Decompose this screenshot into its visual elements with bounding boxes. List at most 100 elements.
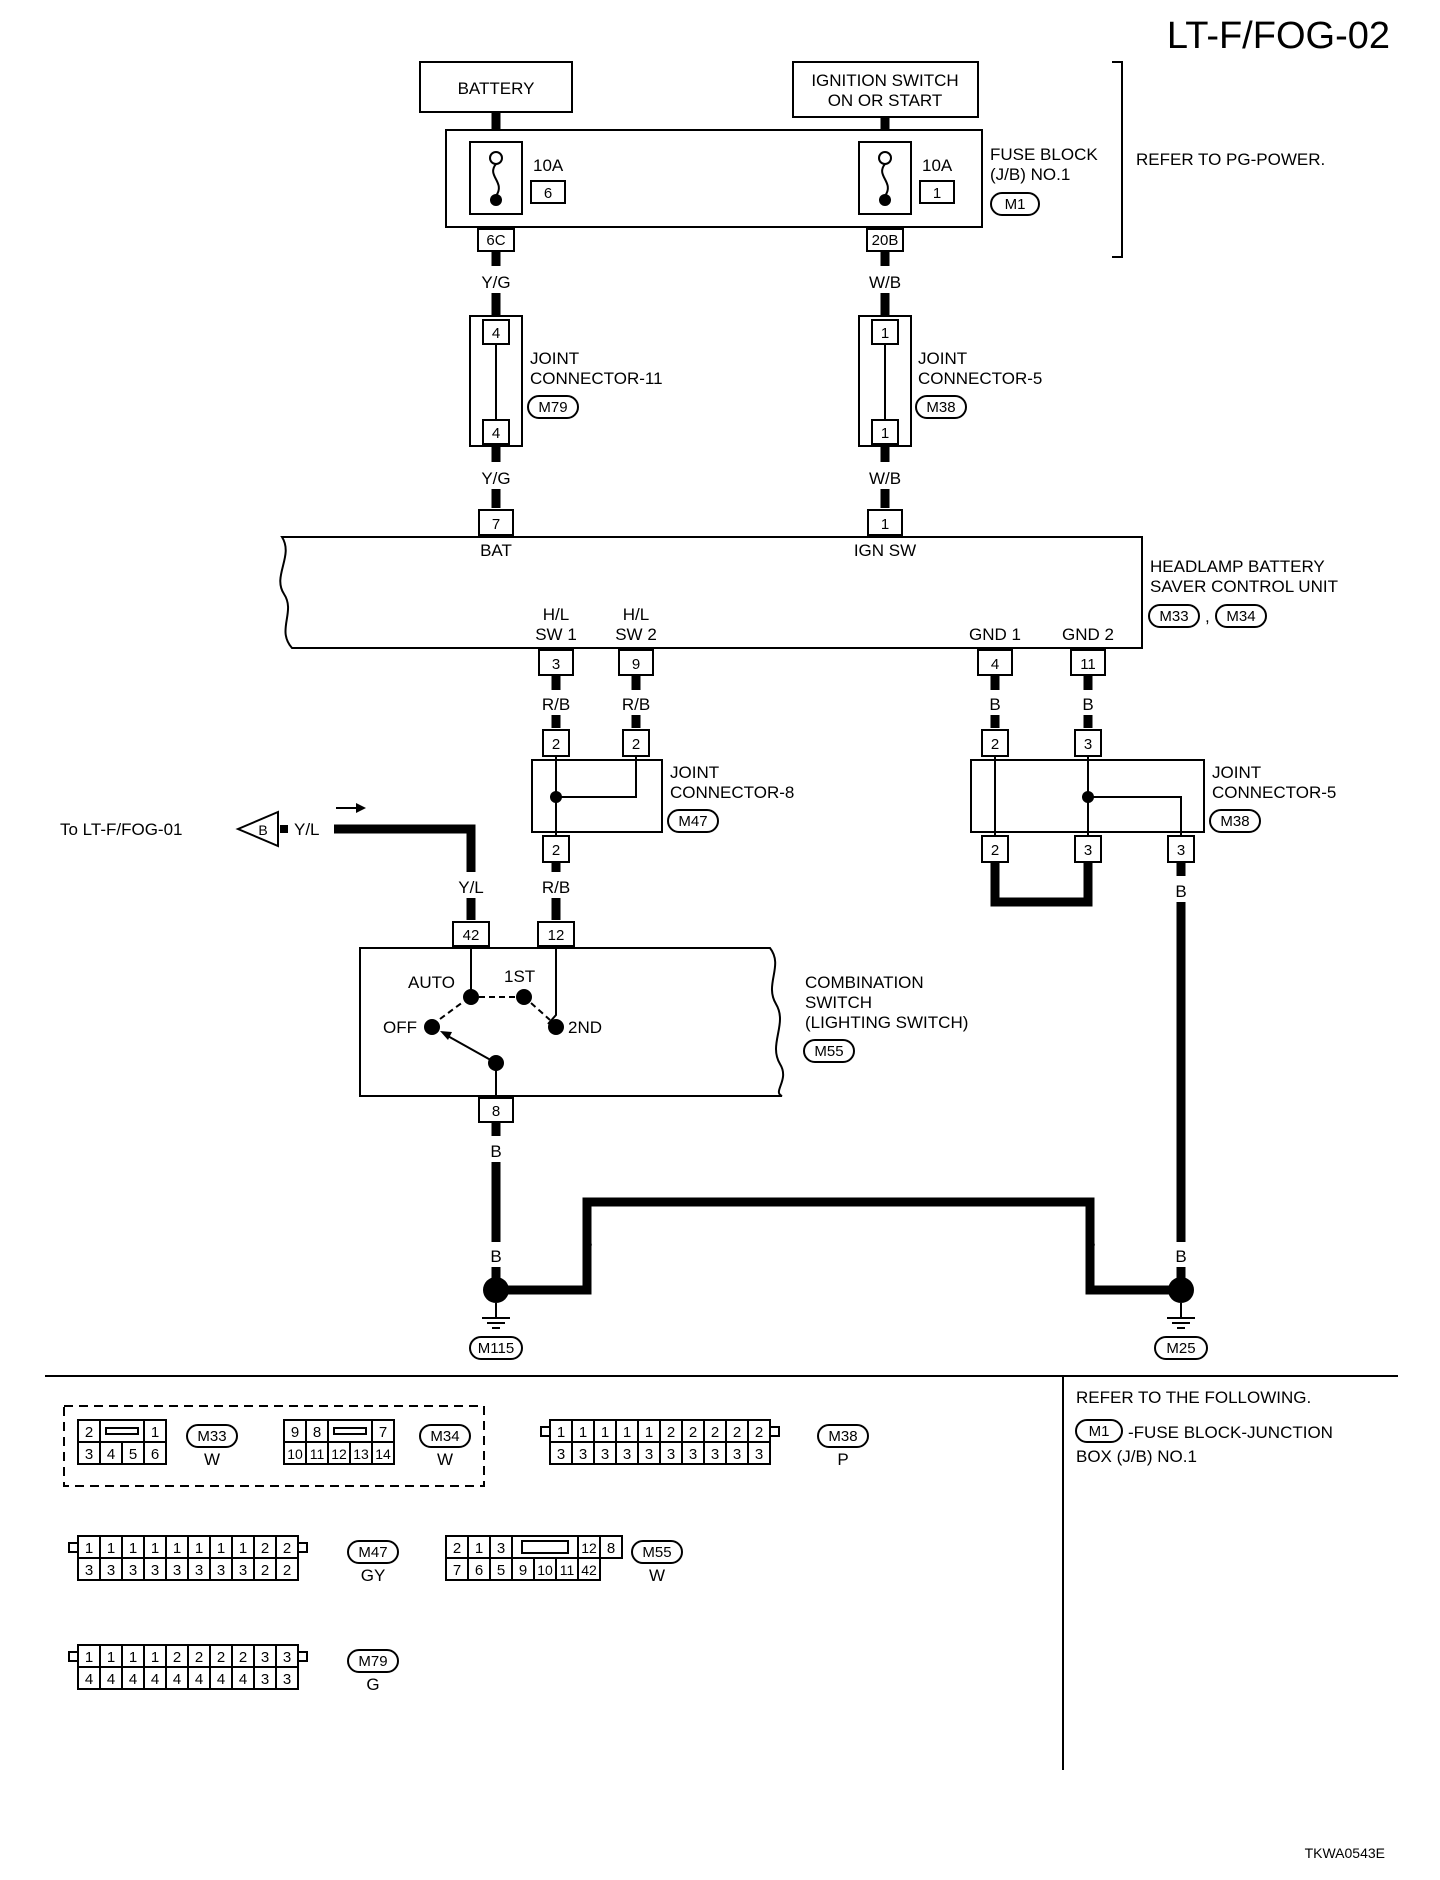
m47-pin: 2 <box>261 1562 269 1579</box>
svg-text:3: 3 <box>1177 842 1185 859</box>
m79-pin: 3 <box>261 1649 269 1666</box>
wire-label-b-7: B <box>581 1233 592 1252</box>
m55-pin: 1 <box>475 1540 483 1557</box>
m38-pin: 3 <box>623 1446 631 1463</box>
m47-pin: 1 <box>129 1540 137 1557</box>
m38-pin: 3 <box>667 1446 675 1463</box>
svg-text:1: 1 <box>881 425 889 442</box>
m47-pin: 1 <box>107 1540 115 1557</box>
first-contact <box>516 989 532 1005</box>
comb-switch-label-3: (LIGHTING SWITCH) <box>805 1013 968 1032</box>
svg-text:11: 11 <box>1080 656 1096 673</box>
label-hl-sw1-a: H/L <box>543 605 569 624</box>
m38-pin: 3 <box>601 1446 609 1463</box>
m47-pin: 3 <box>129 1562 137 1579</box>
jc11-connector-badge: M79 <box>527 395 579 419</box>
ground-left-badge: M115 <box>469 1336 523 1360</box>
m33-pin: 5 <box>129 1446 137 1463</box>
page-title: LT-F/FOG-02 <box>1167 15 1390 57</box>
svg-text:3: 3 <box>1084 842 1092 859</box>
jc5-lower-label-1: JOINT <box>1212 763 1261 782</box>
pin-bat: 7 <box>478 509 514 536</box>
svg-text:M34: M34 <box>1226 608 1255 625</box>
pin-8: 8 <box>478 1097 514 1123</box>
wire-label-b-6: B <box>1175 1247 1186 1266</box>
m55-pin: 6 <box>475 1562 483 1579</box>
m79-pin: 4 <box>217 1671 225 1688</box>
m33-badge <box>186 1424 238 1448</box>
m47-pin: 1 <box>151 1540 159 1557</box>
m38-pin: 1 <box>557 1424 565 1441</box>
joint-connector-11: 4 4 <box>469 315 523 447</box>
m47-id: M47 <box>358 1544 387 1561</box>
label-1st: 1ST <box>504 967 535 986</box>
m79-pin: 3 <box>283 1671 291 1688</box>
fuse-terminal-20b: 20B <box>866 228 904 252</box>
m38-pin: 3 <box>557 1446 565 1463</box>
svg-text:M33: M33 <box>1159 608 1188 625</box>
m47-pin: 3 <box>195 1562 203 1579</box>
unit-label-1: HEADLAMP BATTERY <box>1150 557 1325 576</box>
wire-label-b-5: B <box>1175 882 1186 901</box>
m47-tab-left <box>68 1542 79 1553</box>
svg-text:9: 9 <box>632 656 640 673</box>
wire-yl-run <box>334 824 476 872</box>
wire-label-b-3: B <box>490 1142 501 1161</box>
m55-id: M55 <box>642 1544 671 1561</box>
m47-pin: 1 <box>85 1540 93 1557</box>
jc5-lower-label-2: CONNECTOR-5 <box>1212 783 1336 802</box>
m79-pin: 2 <box>239 1649 247 1666</box>
m33-pin: 2 <box>85 1424 93 1441</box>
m79-pin: 4 <box>239 1671 247 1688</box>
ignition-label-2: ON OR START <box>828 91 943 110</box>
svg-text:3: 3 <box>1084 736 1092 753</box>
svg-text:4: 4 <box>492 325 500 342</box>
m38-pin: 2 <box>755 1424 763 1441</box>
m38-pin: 2 <box>733 1424 741 1441</box>
m79-color: G <box>366 1675 379 1694</box>
svg-text:8: 8 <box>492 1103 500 1120</box>
fuse-block-connector-badge: M1 <box>990 192 1040 216</box>
m55-pin: 5 <box>497 1562 505 1579</box>
fuse-left-number: 6 <box>544 185 552 202</box>
m34-pin: 9 <box>291 1424 299 1441</box>
m38-pin: 3 <box>689 1446 697 1463</box>
m47-badge <box>347 1540 399 1564</box>
switch-lever <box>445 1034 497 1064</box>
m34-color: W <box>437 1450 453 1469</box>
m55-pin: 7 <box>453 1562 461 1579</box>
lever-arrow-icon <box>440 1031 452 1040</box>
label-2nd: 2ND <box>568 1018 602 1037</box>
joint-connector-5-lower: 2 3 2 3 3 <box>970 729 1205 863</box>
m47-pin: 1 <box>195 1540 203 1557</box>
label-off: OFF <box>383 1018 417 1037</box>
m55-pin: 10 <box>537 1562 553 1578</box>
to-lt-fog-01-link[interactable]: To LT-F/FOG-01 <box>60 820 183 839</box>
label-gnd2: GND 2 <box>1062 625 1114 644</box>
refer-pg-power: REFER TO PG-POWER. <box>1136 150 1325 169</box>
m79-pin: 3 <box>283 1649 291 1666</box>
m79-pin: 4 <box>107 1671 115 1688</box>
svg-text:M38: M38 <box>1220 813 1249 830</box>
svg-text:M55: M55 <box>814 1043 843 1060</box>
offpage-arrow-icon: B <box>235 810 279 848</box>
m38-color: P <box>837 1450 848 1469</box>
m38-pin: 2 <box>711 1424 719 1441</box>
svg-text:M1: M1 <box>1005 196 1026 213</box>
m79-pin: 2 <box>195 1649 203 1666</box>
svg-text:4: 4 <box>492 425 500 442</box>
m38-pin: 1 <box>601 1424 609 1441</box>
m34-pin: 12 <box>331 1446 347 1462</box>
jc5-loop-wire <box>990 862 1093 907</box>
label-hl-sw2-a: H/L <box>623 605 649 624</box>
pin-ign-sw: 1 <box>867 509 903 536</box>
pin-12: 12 <box>537 921 575 947</box>
pin-gnd1: 4 <box>977 649 1013 676</box>
m34-pin: 11 <box>310 1446 325 1462</box>
unit-connector-badge-m33: M33 <box>1148 604 1200 628</box>
m79-pin: 3 <box>261 1671 269 1688</box>
